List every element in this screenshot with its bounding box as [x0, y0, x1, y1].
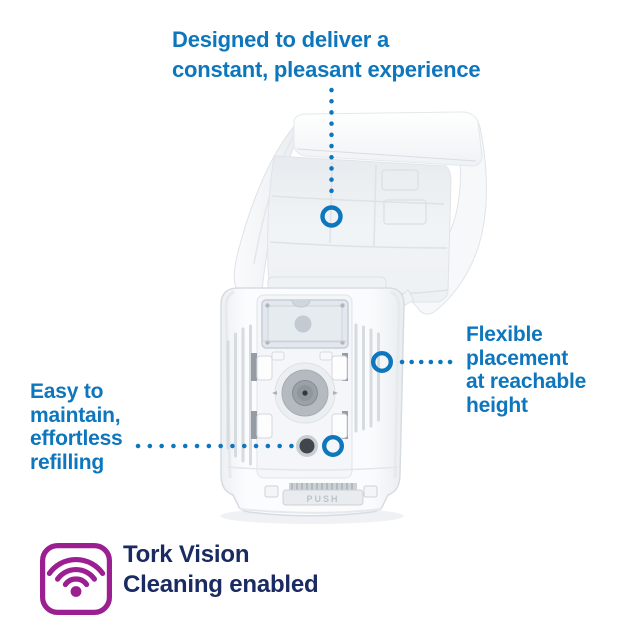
refill-clips — [251, 351, 348, 439]
badge-line: Cleaning enabled — [123, 571, 319, 598]
refill-port — [296, 435, 318, 457]
callout-line: refilling — [30, 450, 105, 474]
left-vents — [226, 324, 252, 466]
right-vents — [354, 323, 380, 433]
lid-rim — [293, 111, 483, 167]
callout-line: Designed to deliver a — [172, 27, 390, 52]
callout-line: at reachable — [466, 370, 587, 393]
callout-right-text: Flexible placement at reachable height — [466, 323, 586, 417]
callout-line: Easy to — [30, 380, 104, 403]
callout-line: placement — [466, 346, 569, 370]
dispenser-lid — [233, 111, 487, 320]
callout-circle-lid — [320, 205, 343, 228]
badge-line: Tork Vision — [123, 541, 250, 568]
callout-line: height — [466, 393, 528, 417]
callout-circle-refill — [322, 435, 345, 458]
wifi-icon — [39, 542, 113, 616]
callout-markers — [135, 87, 462, 458]
callout-line: maintain, — [30, 403, 121, 427]
push-lever[interactable]: PUSH — [264, 483, 378, 506]
callout-line: constant, pleasant experience — [172, 57, 481, 82]
callout-line: Flexible — [466, 323, 543, 346]
tork-vision-badge-text: Tork Vision Cleaning enabled — [123, 540, 319, 600]
refill-window — [261, 299, 349, 349]
callout-left-text: Easy to maintain, effortless refilling — [30, 380, 123, 474]
callout-top-text: Designed to deliver a constant, pleasant… — [172, 25, 481, 85]
callout-line: effortless — [30, 427, 123, 450]
callout-circle-side — [371, 351, 394, 374]
dispenser-body: PUSH — [220, 287, 405, 524]
pump-nozzle — [272, 362, 338, 424]
push-label: PUSH — [306, 494, 339, 504]
